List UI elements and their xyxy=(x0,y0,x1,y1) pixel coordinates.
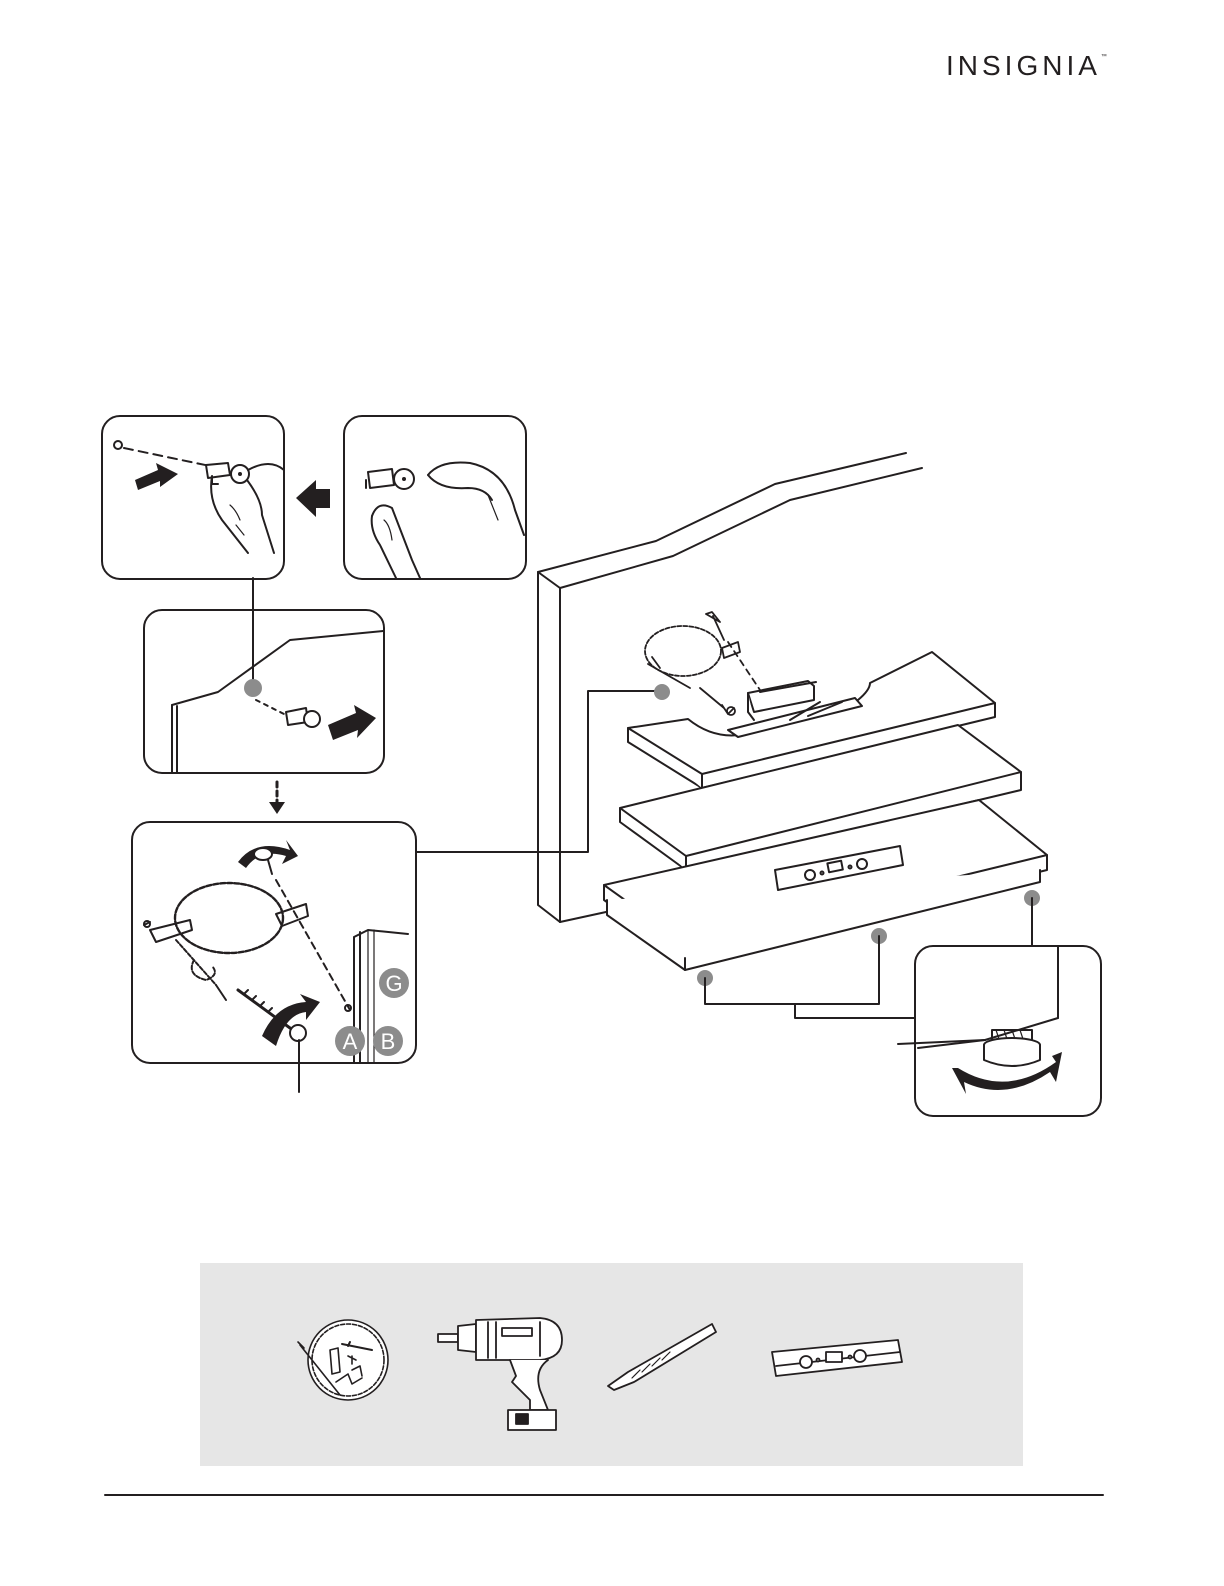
callout-g-label: G xyxy=(385,971,402,996)
callout-b: B xyxy=(373,1026,403,1056)
callout-b-label: B xyxy=(381,1029,396,1054)
arrow-left-icon xyxy=(296,480,330,517)
stand-shelves xyxy=(604,652,1047,970)
inset-pinch-anchor xyxy=(344,416,526,579)
callout-a: A xyxy=(335,1026,365,1056)
inset-insert-anchor xyxy=(102,416,284,579)
inset-wall-insert xyxy=(144,578,384,773)
arrow-down-icon xyxy=(269,782,285,814)
inset-leveling-foot xyxy=(898,946,1101,1116)
inset-chain-assembly: G A B xyxy=(132,822,416,1092)
callout-a-label: A xyxy=(343,1029,358,1054)
callout-g: G xyxy=(379,968,409,998)
